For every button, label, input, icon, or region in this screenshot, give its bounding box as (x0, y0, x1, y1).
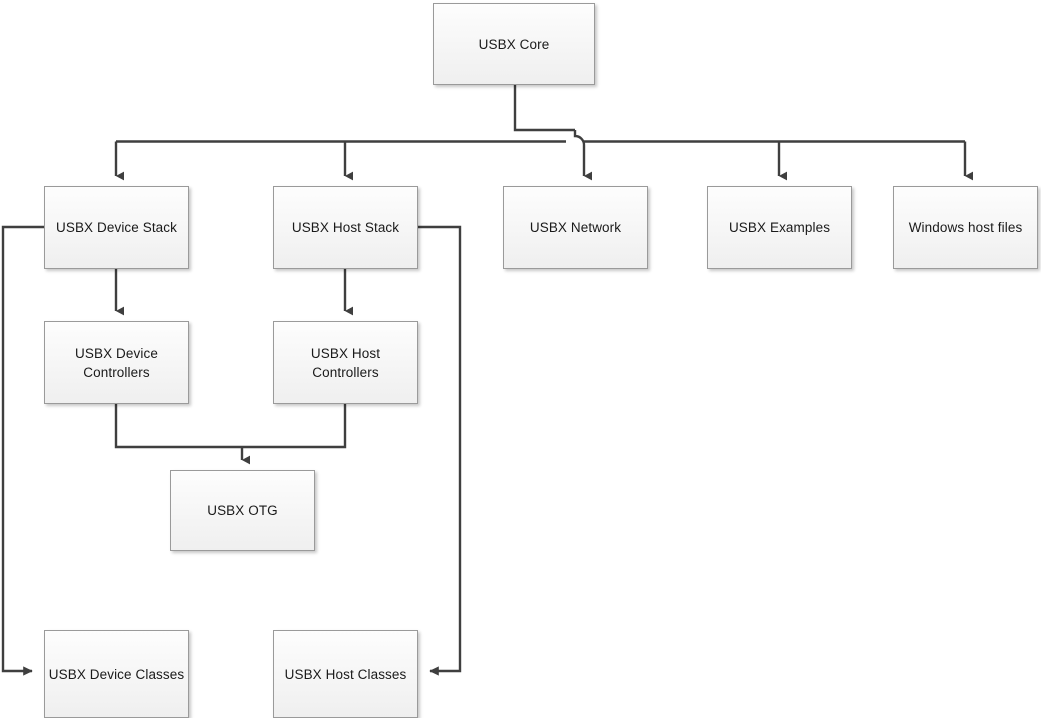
node-usbx-examples[interactable]: USBX Examples (707, 186, 852, 269)
node-usbx-host-stack[interactable]: USBX Host Stack (273, 186, 418, 269)
node-usbx-otg[interactable]: USBX OTG (170, 470, 315, 551)
node-usbx-device-classes[interactable]: USBX Device Classes (44, 630, 189, 718)
edge-core-trunk (513, 85, 575, 132)
node-windows-host-files[interactable]: Windows host files (893, 186, 1038, 269)
edge-device-controllers-to-otg-merge (114, 404, 242, 449)
node-usbx-host-controllers[interactable]: USBX Host Controllers (273, 321, 418, 404)
node-usbx-core[interactable]: USBX Core (433, 3, 595, 85)
node-usbx-device-controllers[interactable]: USBX Device Controllers (44, 321, 189, 404)
node-usbx-device-stack[interactable]: USBX Device Stack (44, 186, 189, 269)
node-usbx-host-classes[interactable]: USBX Host Classes (273, 630, 418, 718)
edge-device-stack-to-device-classes (1, 225, 44, 676)
edge-host-stack-to-host-classes (418, 225, 462, 676)
edge-bus-to-network (573, 130, 593, 181)
edge-host-controllers-to-otg-merge (242, 404, 347, 449)
node-usbx-network[interactable]: USBX Network (503, 186, 648, 269)
